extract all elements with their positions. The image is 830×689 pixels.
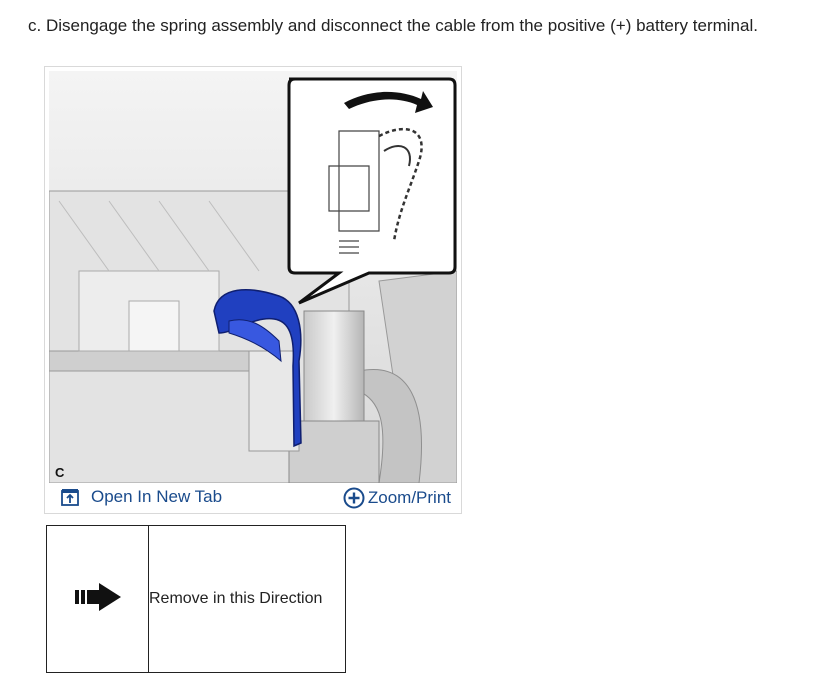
figure-corner-label: C xyxy=(55,465,65,480)
zoom-plus-icon xyxy=(343,487,365,509)
battery-terminal-illustration[interactable]: C xyxy=(49,71,457,483)
open-in-new-tab-link[interactable]: Open In New Tab xyxy=(61,487,222,507)
zoom-print-label: Zoom/Print xyxy=(367,488,451,507)
figure-container: C Open In New Tab Zoom/Print xyxy=(44,66,462,514)
instruction-text: c. Disengage the spring assembly and dis… xyxy=(28,16,758,35)
legend-table: Remove in this Direction xyxy=(46,525,346,673)
legend-row: Remove in this Direction xyxy=(46,525,346,673)
remove-direction-arrow-icon xyxy=(74,582,121,611)
figure-toolbar: Open In New Tab Zoom/Print xyxy=(49,483,457,513)
legend-symbol-cell xyxy=(46,525,149,673)
open-in-new-tab-label: Open In New Tab xyxy=(91,487,223,506)
zoom-print-link[interactable]: Zoom/Print xyxy=(343,487,451,509)
open-new-tab-icon xyxy=(61,489,79,506)
legend-description: Remove in this Direction xyxy=(148,525,346,673)
